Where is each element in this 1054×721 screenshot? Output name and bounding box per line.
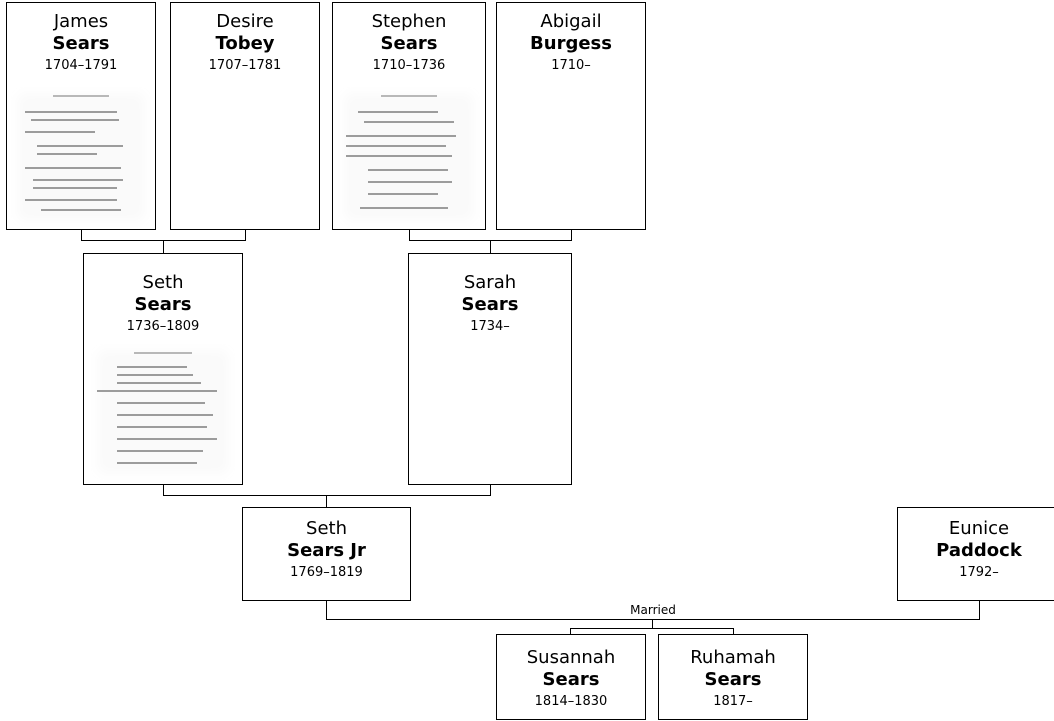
connector-line <box>570 628 571 635</box>
marriage-line <box>326 619 980 620</box>
person-surname: Paddock <box>936 540 1022 561</box>
person-given-name: Eunice <box>948 518 1010 539</box>
connector-line <box>490 240 491 254</box>
person-surname: Burgess <box>530 33 612 54</box>
person-surname: Sears Jr <box>287 540 366 561</box>
connector-line <box>979 600 980 619</box>
person-card-james-sears[interactable]: James Sears 1704–1791 <box>6 2 156 230</box>
person-surname: Sears <box>461 294 519 315</box>
person-surname: Sears <box>134 294 192 315</box>
connector-line <box>326 495 327 508</box>
person-given-name: Ruhamah <box>690 647 776 668</box>
person-given-name: Seth <box>306 518 347 539</box>
connector-line <box>163 484 164 495</box>
person-dates: 1814–1830 <box>534 694 608 709</box>
connector-line <box>163 495 491 496</box>
person-dates: 1817– <box>713 694 753 709</box>
document-thumbnail[interactable] <box>91 344 235 480</box>
person-card-susannah-sears[interactable]: Susannah Sears 1814–1830 <box>496 634 646 720</box>
connector-line <box>326 600 327 619</box>
person-card-seth-sears[interactable]: Seth Sears 1736–1809 <box>83 253 243 485</box>
connector-line <box>490 484 491 495</box>
person-dates: 1707–1781 <box>208 58 282 73</box>
person-card-ruhamah-sears[interactable]: Ruhamah Sears 1817– <box>658 634 808 720</box>
connector-line <box>81 229 82 240</box>
person-dates: 1792– <box>959 565 999 580</box>
connector-line <box>409 229 410 240</box>
person-dates: 1736–1809 <box>126 319 200 334</box>
person-given-name: James <box>53 11 109 32</box>
person-dates: 1704–1791 <box>44 58 118 73</box>
document-thumbnail[interactable] <box>11 87 151 227</box>
person-given-name: Seth <box>142 272 184 293</box>
connector-line <box>733 628 734 635</box>
person-given-name: Sarah <box>463 272 517 293</box>
person-card-eunice-paddock[interactable]: Eunice Paddock 1792– <box>897 507 1054 601</box>
person-dates: 1769–1819 <box>290 565 363 580</box>
person-given-name: Stephen <box>371 11 447 32</box>
connector-line <box>652 619 653 628</box>
person-card-sarah-sears[interactable]: Sarah Sears 1734– <box>408 253 572 485</box>
connector-line <box>245 229 246 240</box>
person-surname: Sears <box>704 669 762 690</box>
person-surname: Sears <box>52 33 110 54</box>
person-given-name: Abigail <box>540 11 602 32</box>
person-dates: 1710–1736 <box>372 58 446 73</box>
person-dates: 1734– <box>470 319 510 334</box>
person-card-desire-tobey[interactable]: Desire Tobey 1707–1781 <box>170 2 320 230</box>
person-surname: Sears <box>542 669 600 690</box>
person-surname: Sears <box>380 33 438 54</box>
marriage-label: Married <box>630 603 676 617</box>
person-card-stephen-sears[interactable]: Stephen Sears 1710–1736 <box>332 2 486 230</box>
connector-line <box>163 240 164 254</box>
person-given-name: Desire <box>216 11 274 32</box>
connector-line <box>570 628 734 629</box>
person-surname: Tobey <box>215 33 275 54</box>
person-card-abigail-burgess[interactable]: Abigail Burgess 1710– <box>496 2 646 230</box>
person-given-name: Susannah <box>526 647 616 668</box>
connector-line <box>571 229 572 240</box>
document-thumbnail[interactable] <box>338 87 480 227</box>
person-card-seth-sears-jr[interactable]: Seth Sears Jr 1769–1819 <box>242 507 411 601</box>
person-dates: 1710– <box>551 58 591 73</box>
